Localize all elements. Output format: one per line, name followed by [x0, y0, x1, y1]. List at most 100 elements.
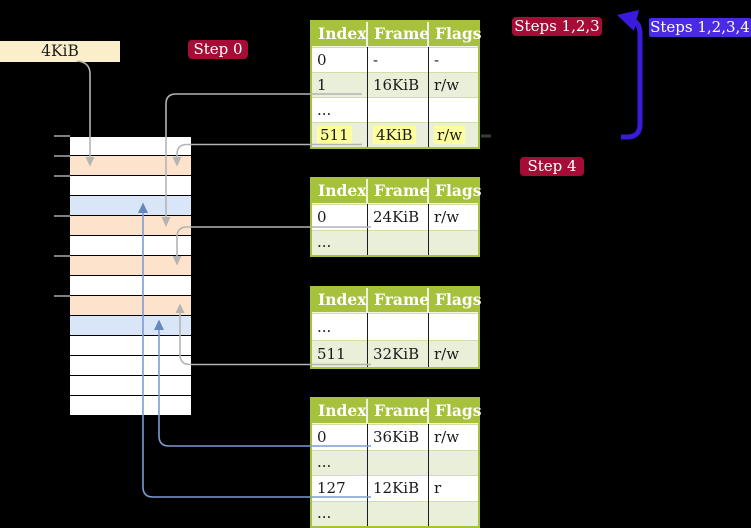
column-header: Frame	[368, 288, 429, 312]
cell-text: 16KiB	[373, 75, 420, 94]
column-header: Flags	[435, 401, 482, 420]
table-cell	[368, 500, 429, 526]
table-cell: -	[368, 47, 429, 72]
column-header: Flags	[435, 290, 482, 309]
cell-text: r/w	[434, 344, 460, 363]
table-cell: ...	[312, 97, 368, 122]
table-row: 511 4KiB r/w	[312, 122, 478, 147]
table-cell: 0	[312, 424, 368, 450]
table-row: 0 --	[312, 47, 478, 72]
cell-text: 1	[317, 75, 327, 94]
table-row: ...	[312, 229, 478, 255]
table-cell	[429, 313, 478, 340]
memory-frame-row-white	[70, 356, 191, 376]
cell-text: 0	[317, 50, 327, 69]
cell-text: 0	[317, 427, 327, 446]
memory-frame-row-white	[70, 136, 191, 156]
column-header: Frame	[368, 22, 429, 46]
highlighted-cell-text: 4KiB	[373, 125, 416, 144]
table-cell: 0	[312, 47, 368, 72]
memory-tick	[54, 175, 70, 177]
cell-text: 24KiB	[373, 207, 420, 226]
table-row: 0 36KiB r/w	[312, 424, 478, 450]
table-cell: 511	[312, 122, 368, 147]
table-cell: -	[429, 47, 478, 72]
table-cell: 32KiB	[368, 340, 429, 367]
table-cell: ...	[312, 500, 368, 526]
table-cell: 16KiB	[368, 72, 429, 97]
memory-tick	[54, 155, 70, 157]
table-row: ...	[312, 313, 478, 340]
table-cell: 511	[312, 340, 368, 367]
memory-frame-row-white	[70, 396, 191, 416]
column-header: Flags	[435, 24, 482, 43]
table-row: ...	[312, 97, 478, 122]
table-cell: ...	[312, 449, 368, 475]
memory-frame-row-orange	[70, 256, 191, 276]
cell-text: ...	[317, 453, 332, 472]
memory-tick	[54, 215, 70, 217]
memory-frame-row-white	[70, 236, 191, 256]
table-cell	[368, 229, 429, 255]
cell-text: 12KiB	[373, 478, 420, 497]
memory-frame-row-white	[70, 276, 191, 296]
table-cell: r	[429, 475, 478, 501]
table-row: 1 16KiB r/w	[312, 72, 478, 97]
memory-frame-row-white	[70, 336, 191, 356]
table-cell: r/w	[429, 340, 478, 367]
memory-tick	[54, 295, 70, 297]
table-cell: r/w	[429, 424, 478, 450]
memory-frame-row-blue	[70, 316, 191, 336]
recursive-loop-arrow	[617, 10, 643, 140]
memory-frame-row-blue	[70, 196, 191, 216]
cell-text: r/w	[434, 207, 460, 226]
column-header: Frame	[368, 179, 429, 203]
table-cell	[368, 449, 429, 475]
memory-frame-row-white	[70, 176, 191, 196]
cell-text: 0	[317, 207, 327, 226]
highlighted-cell-text: r/w	[434, 125, 466, 144]
step4-badge: Step 4	[520, 157, 584, 176]
recursive-arrowhead-icon	[617, 10, 639, 31]
cell-text: ...	[317, 233, 332, 252]
table-cell: ...	[312, 229, 368, 255]
table-cell: 4KiB	[368, 122, 429, 147]
table-cell: ...	[312, 313, 368, 340]
column-header: Index	[312, 179, 368, 203]
table-cell: r/w	[429, 204, 478, 230]
physical-memory-column	[70, 136, 191, 416]
table-row: ...	[312, 449, 478, 475]
memory-frame-row-orange	[70, 296, 191, 316]
steps123-badge: Steps 1,2,3	[512, 17, 602, 36]
cell-text: 511	[317, 344, 346, 363]
table-row: 0 24KiB r/w	[312, 204, 478, 230]
memory-frame-row-orange	[70, 216, 191, 236]
table-cell	[368, 97, 429, 122]
column-header: Index	[312, 399, 368, 423]
column-header: Frame	[368, 399, 429, 423]
memory-tick	[54, 255, 70, 257]
memory-frame-row-orange	[70, 156, 191, 176]
steps1234-badge: Steps 1,2,3,4	[649, 18, 751, 37]
cell-text: 36KiB	[373, 427, 420, 446]
cell-text: r/w	[434, 75, 460, 94]
recursive-arrow-shaft	[621, 17, 643, 140]
table-cell: r/w	[429, 72, 478, 97]
cell-text: -	[434, 50, 440, 69]
cell-text: r/w	[434, 427, 460, 446]
step0-badge: Step 0	[188, 40, 248, 59]
cell-text: ...	[317, 100, 332, 119]
column-header: Index	[312, 22, 368, 46]
table-cell	[368, 313, 429, 340]
cell-text: r	[434, 478, 442, 497]
table-cell	[429, 501, 478, 527]
column-header: Flags	[435, 181, 482, 200]
table-row: 511 32KiB r/w	[312, 340, 478, 367]
cell-text: ...	[317, 504, 332, 523]
